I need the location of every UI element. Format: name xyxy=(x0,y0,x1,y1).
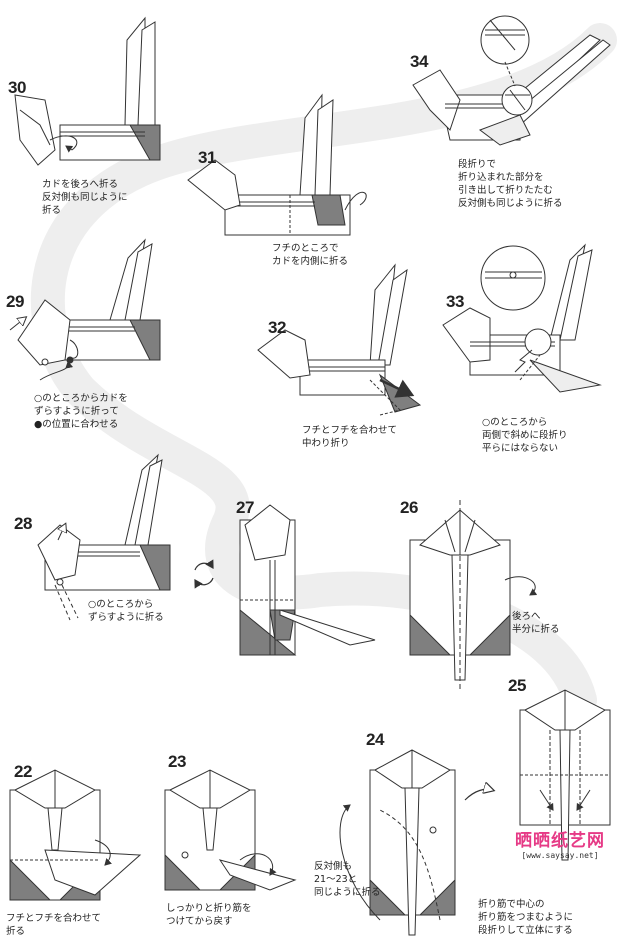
step-22-instruction: フチとフチを合わせて 折る xyxy=(6,913,102,937)
step-number-27: 27 xyxy=(236,498,254,517)
step-number-22: 22 xyxy=(14,762,32,781)
step-25-instruction: 折り筋で中心の 折り筋をつまむように 段折りして立体にする xyxy=(478,899,574,936)
step-33-instruction: ○のところから 両側で斜めに段折り 平らにはならない xyxy=(482,417,568,454)
step-number-31: 31 xyxy=(198,148,216,167)
step-number-30: 30 xyxy=(8,78,26,97)
step-34-instruction: 段折りで 折り込まれた部分を 引き出して折りたたむ 反対側も同じように折る xyxy=(458,159,563,209)
step-26-figure xyxy=(409,500,538,690)
step-number-26: 26 xyxy=(400,498,418,517)
step-23-figure xyxy=(164,769,297,891)
step-30-figure xyxy=(14,16,161,166)
flip-over-icon xyxy=(194,559,214,589)
site-watermark: 晒晒纸艺网 [www.saysay.net] xyxy=(506,826,614,860)
step-26-instruction: 後ろへ 半分に折る xyxy=(512,611,560,635)
step-31-figure xyxy=(187,93,367,236)
step-25-figure xyxy=(519,689,611,861)
step-31-instruction: フチのところで カドを内側に折る xyxy=(272,243,349,267)
turn-arrow-icon xyxy=(464,789,492,801)
step-number-25: 25 xyxy=(508,676,526,695)
step-number-23: 23 xyxy=(168,752,186,771)
site-watermark-url: [www.saysay.net] xyxy=(521,851,599,860)
sequence-flow-band xyxy=(30,23,617,717)
step-number-33: 33 xyxy=(446,292,464,311)
step-30-instruction: カドを後ろへ折る 反対側も同じように 折る xyxy=(42,179,128,216)
step-number-29: 29 xyxy=(6,292,24,311)
step-29-instruction: ○のところからカドを ずらすように折って ●の位置に合わせる xyxy=(34,393,128,430)
step-34-figure xyxy=(412,15,611,146)
step-32-figure xyxy=(257,263,422,416)
step-number-28: 28 xyxy=(14,514,32,533)
step-24-figure xyxy=(339,749,456,936)
step-29-figure xyxy=(9,238,161,381)
site-watermark-name: 晒晒纸艺网 xyxy=(515,831,605,851)
step-22-figure xyxy=(9,769,142,901)
step-23-instruction: しっかりと折り筋を つけてから戻す xyxy=(166,903,252,927)
step-28-figure xyxy=(37,453,171,621)
step-number-32: 32 xyxy=(268,318,286,337)
step-number-34: 34 xyxy=(410,52,428,71)
step-number-24: 24 xyxy=(366,730,384,749)
step-27-figure xyxy=(239,504,376,656)
step-33-figure xyxy=(442,243,602,393)
step-28-instruction: ○のところから ずらすように折る xyxy=(88,599,164,623)
step-24-instruction: 反対側も 21～23と 同じように折る xyxy=(314,861,381,898)
step-32-instruction: フチとフチを合わせて 中わり折り xyxy=(302,425,398,449)
